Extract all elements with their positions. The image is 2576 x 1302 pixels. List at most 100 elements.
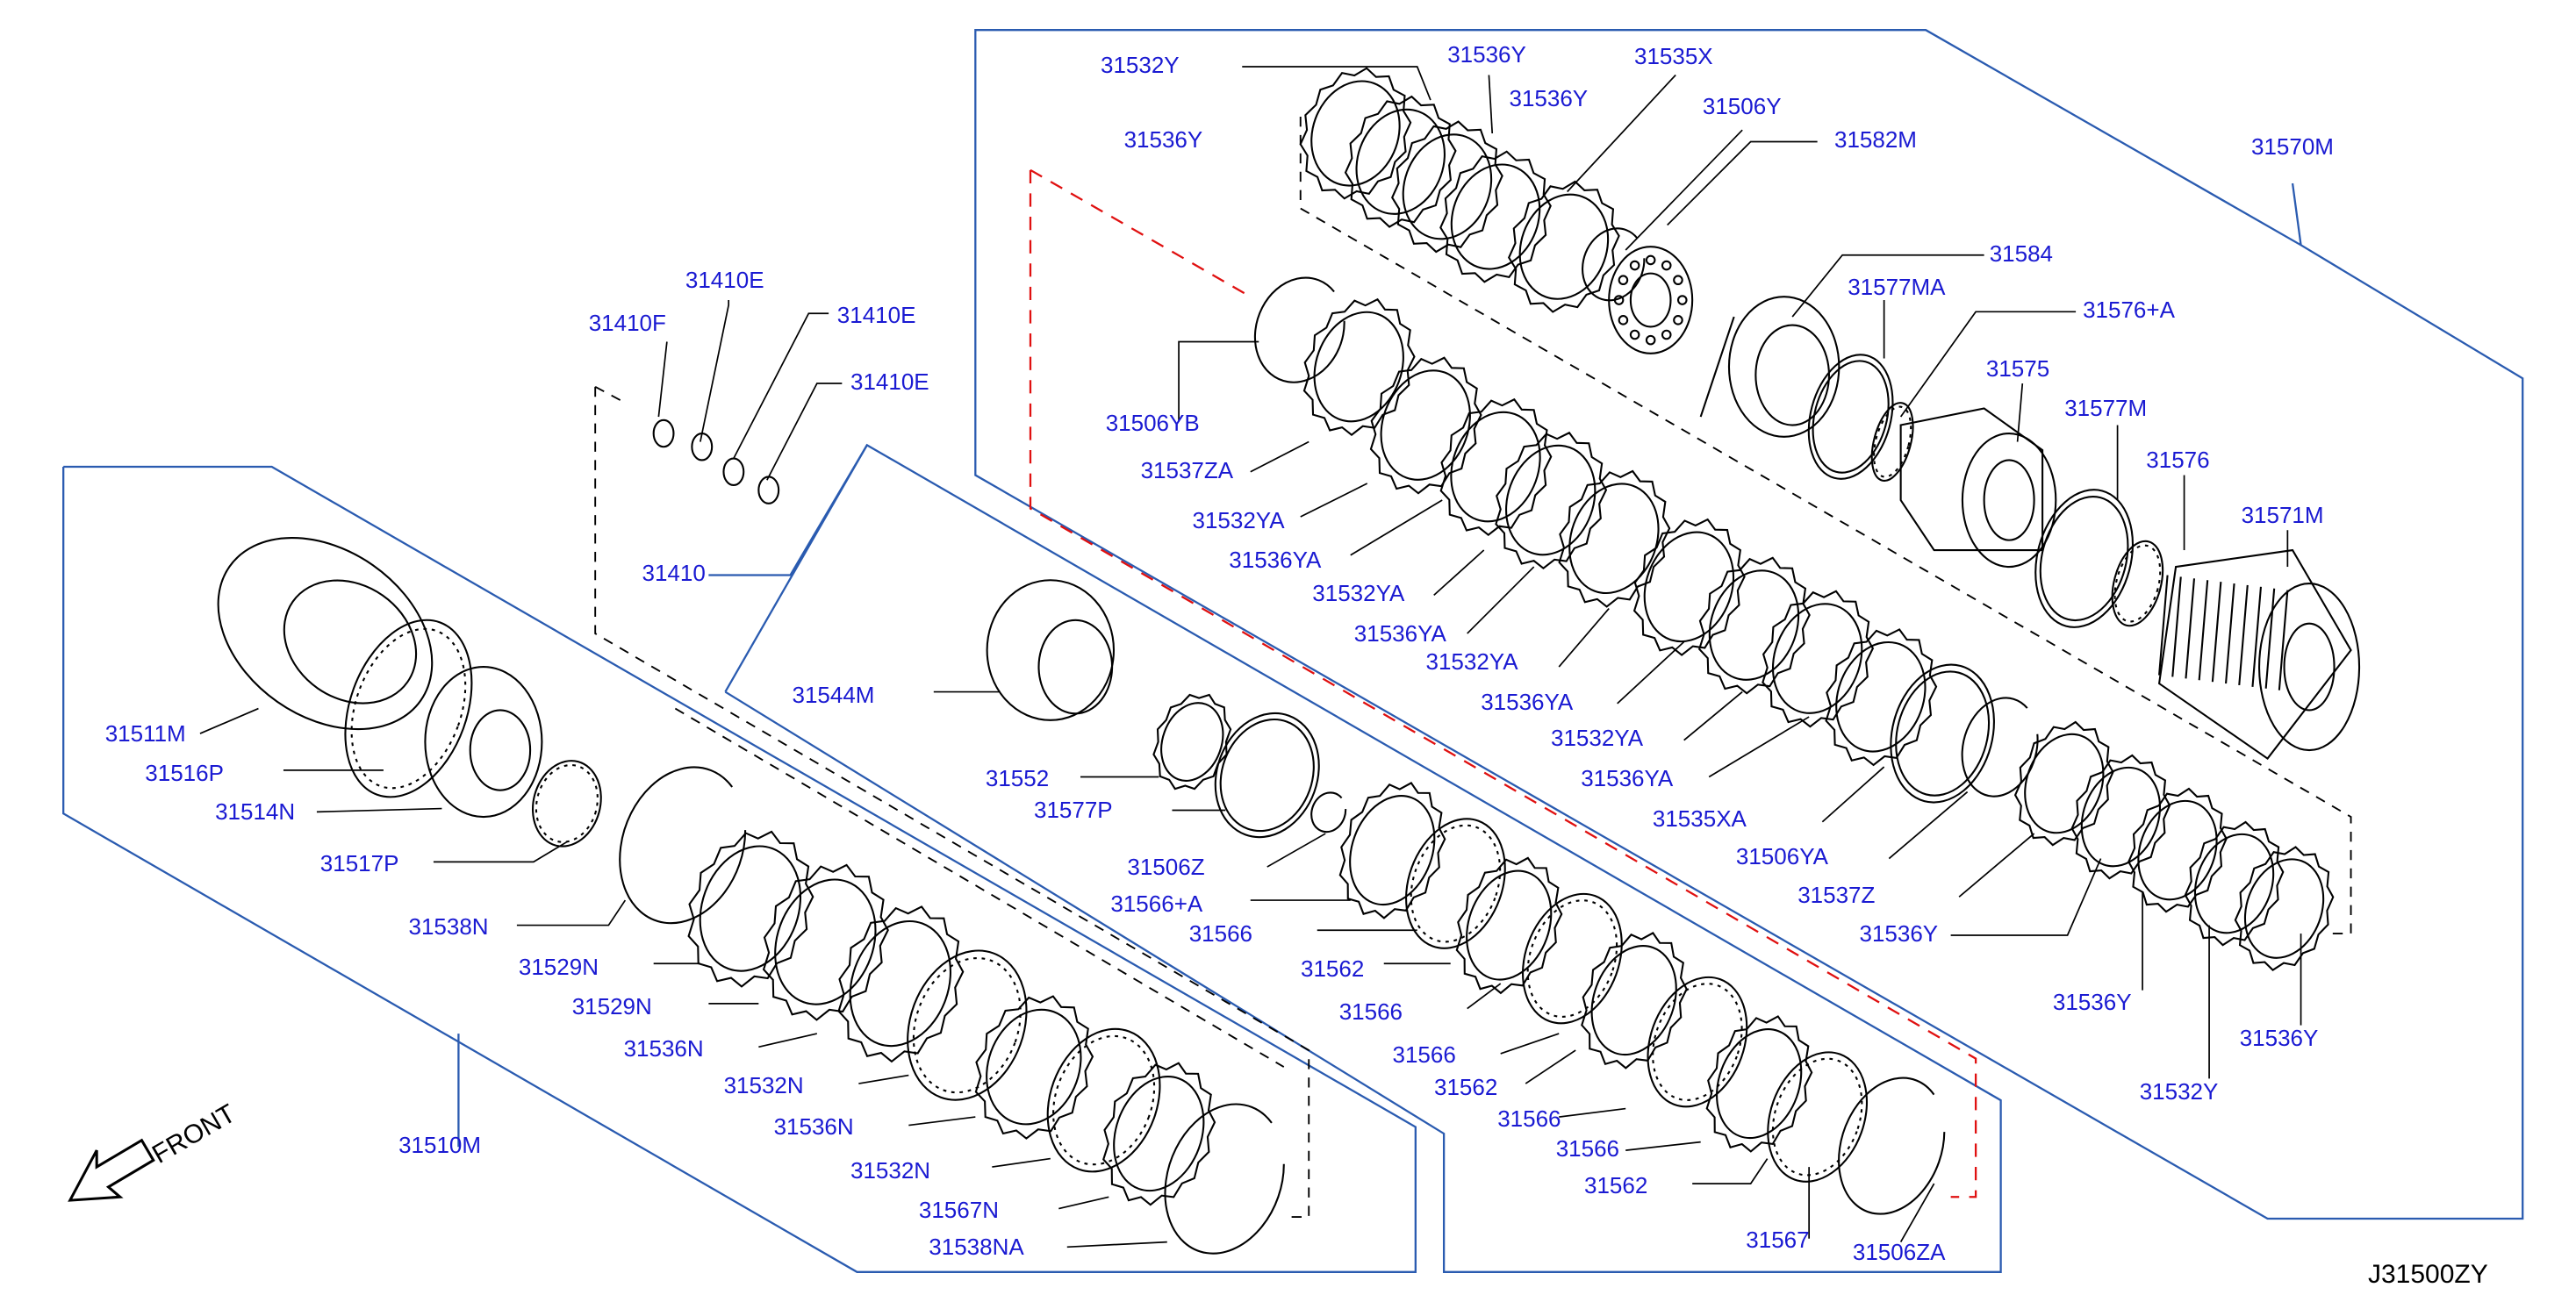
clutch-plate-31532N-b	[1046, 1027, 1161, 1173]
seal-31577MA	[1807, 354, 1894, 480]
clutch-plate-lower-0	[2013, 720, 2114, 847]
part-callout-31511M[interactable]: 31511M	[104, 719, 186, 747]
part-callout-31517P[interactable]: 31517P	[319, 849, 399, 876]
part-callout-31529N-a[interactable]: 31529N	[518, 953, 599, 980]
part-callout-31506YB[interactable]: 31506YB	[1105, 410, 1200, 437]
seal-31516P	[344, 619, 473, 798]
leader-line	[2016, 383, 2024, 442]
part-callout-31538N[interactable]: 31538N	[408, 913, 489, 941]
part-callout-31536N-b[interactable]: 31536N	[773, 1113, 854, 1141]
drum-31511M	[217, 537, 434, 731]
part-callout-31562-a[interactable]: 31562	[1301, 955, 1365, 982]
part-callout-31566A[interactable]: 31566+A	[1110, 890, 1203, 917]
part-callout-31566-a[interactable]: 31566	[1188, 919, 1252, 947]
drum-31584	[1699, 296, 1841, 438]
leader-line	[1433, 549, 1485, 596]
part-callout-31536N-a[interactable]: 31536N	[623, 1034, 704, 1062]
clutch-plate-31566-0	[1338, 782, 1446, 919]
part-callout-31410E-a[interactable]: 31410E	[685, 266, 764, 293]
part-callout-31537Z[interactable]: 31537Z	[1797, 882, 1876, 908]
leader-line	[1250, 440, 1310, 473]
leader-line	[1821, 766, 1885, 823]
part-callout-31506Z[interactable]: 31506Z	[1127, 853, 1205, 880]
part-callout-31536YA-b[interactable]: 31536YA	[1353, 619, 1446, 647]
clutch-plate-31532YA-8	[1825, 628, 1938, 767]
clutch-plate-31532YA-4	[1558, 469, 1671, 608]
part-callout-31562-c[interactable]: 31562	[1584, 1171, 1648, 1198]
part-callout-31577M[interactable]: 31577M	[2064, 395, 2148, 422]
part-callout-31532N-b[interactable]: 31532N	[850, 1156, 931, 1184]
part-callout-31571M[interactable]: 31571M	[2241, 501, 2324, 528]
part-callout-31567[interactable]: 31567	[1746, 1227, 1810, 1254]
leader-line	[733, 312, 829, 459]
part-callout-31544M[interactable]: 31544M	[792, 682, 875, 708]
assembly-axis	[1299, 117, 2352, 935]
part-callout-31566-d[interactable]: 31566	[1497, 1105, 1561, 1132]
part-callout-31536Y-e[interactable]: 31536Y	[2052, 988, 2132, 1015]
seal-31577M	[2034, 489, 2135, 628]
part-callout-31536Y-f[interactable]: 31536Y	[2239, 1025, 2319, 1052]
part-callout-31532YA-b[interactable]: 31532YA	[1312, 580, 1405, 607]
clutch-plate-top-4	[1508, 180, 1620, 313]
part-callout-31576A[interactable]: 31576+A	[2083, 297, 2175, 324]
leader-line	[1692, 1158, 1769, 1184]
part-callout-31410E-c[interactable]: 31410E	[850, 368, 929, 395]
part-callout-31537ZA[interactable]: 31537ZA	[1140, 456, 1234, 483]
part-callout-31566-b[interactable]: 31566	[1338, 998, 1403, 1025]
part-callout-31566-c[interactable]: 31566	[1392, 1041, 1456, 1069]
part-callout-31535XA[interactable]: 31535XA	[1652, 805, 1747, 832]
part-callout-31576[interactable]: 31576	[2146, 447, 2210, 474]
part-callout-31510M[interactable]: 31510M	[398, 1132, 482, 1158]
part-callout-31536YA-c[interactable]: 31536YA	[1481, 688, 1574, 715]
part-callout-31536Y-d[interactable]: 31536Y	[1859, 919, 1939, 947]
part-callout-31536YA-d[interactable]: 31536YA	[1581, 765, 1674, 791]
carrier-31514N	[424, 666, 543, 819]
part-callout-31535X[interactable]: 31535X	[1634, 43, 1713, 70]
part-callout-31536Y-a[interactable]: 31536Y	[1447, 41, 1526, 68]
snap-ring-31506Z	[1310, 791, 1347, 833]
part-callout-31506Y[interactable]: 31506Y	[1702, 93, 1782, 120]
part-callout-31410F[interactable]: 31410F	[588, 310, 666, 337]
part-callout-31514N[interactable]: 31514N	[215, 798, 296, 825]
part-callout-31529N-b[interactable]: 31529N	[571, 993, 652, 1020]
clutch-plate-31532YA-3	[1495, 431, 1608, 570]
part-callout-31536Y-b[interactable]: 31536Y	[1123, 126, 1203, 154]
leader-line	[1242, 66, 1432, 101]
o-ring-31410F	[652, 418, 675, 448]
part-callout-31577P[interactable]: 31577P	[1034, 797, 1113, 824]
part-callout-31538NA[interactable]: 31538NA	[929, 1233, 1024, 1260]
part-callout-31532Y-top[interactable]: 31532Y	[1101, 51, 1180, 78]
part-callout-31410E-b[interactable]: 31410E	[836, 301, 916, 328]
leader-line	[1178, 340, 1259, 422]
part-callout-31582M[interactable]: 31582M	[1834, 126, 1917, 154]
leader-line	[1467, 983, 1502, 1010]
part-callout-31410[interactable]: 31410	[642, 560, 706, 587]
hub-31575	[1899, 407, 2057, 569]
part-callout-31536Y-c[interactable]: 31536Y	[1509, 84, 1589, 111]
part-callout-31575[interactable]: 31575	[1985, 354, 2050, 382]
part-callout-31506YA[interactable]: 31506YA	[1735, 843, 1828, 870]
part-callout-31536YA-a[interactable]: 31536YA	[1229, 547, 1322, 574]
leader-line	[1300, 483, 1368, 518]
part-callout-31584[interactable]: 31584	[1989, 240, 2053, 267]
part-callout-31552[interactable]: 31552	[985, 765, 1050, 791]
part-callout-31516P[interactable]: 31516P	[145, 760, 224, 787]
part-callout-31532Y-b[interactable]: 31532Y	[2139, 1078, 2219, 1105]
part-callout-31506ZA[interactable]: 31506ZA	[1852, 1238, 1946, 1265]
part-callout-31566-e[interactable]: 31566	[1555, 1134, 1619, 1162]
part-callout-31562-b[interactable]: 31562	[1434, 1073, 1498, 1100]
part-callout-31567N[interactable]: 31567N	[918, 1197, 999, 1224]
assembly-axis	[594, 386, 1310, 1219]
clutch-plate-31529N-1	[762, 863, 889, 1021]
part-callout-31577MA[interactable]: 31577MA	[1848, 273, 1946, 300]
part-callout-31532YA-c[interactable]: 31532YA	[1425, 648, 1518, 675]
part-callout-31570M[interactable]: 31570M	[2251, 132, 2334, 160]
leader-line	[1667, 140, 1818, 226]
subassembly-outline-red	[1029, 169, 1977, 1198]
part-callout-31532YA-d[interactable]: 31532YA	[1551, 725, 1644, 752]
part-callout-31532YA-a[interactable]: 31532YA	[1192, 506, 1285, 533]
clutch-plate-top-2	[1391, 120, 1503, 254]
part-callout-31532N-a[interactable]: 31532N	[723, 1071, 804, 1098]
clutch-assembly-31544M	[986, 579, 1116, 721]
